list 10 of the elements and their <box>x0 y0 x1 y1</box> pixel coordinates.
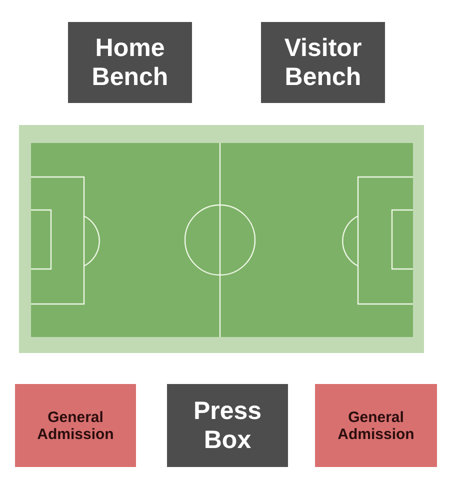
section-label: Home Bench <box>90 34 170 92</box>
seating-section <box>15 384 136 467</box>
seating-section <box>315 384 437 467</box>
press-box-area <box>167 384 288 467</box>
section-label: Press Box <box>192 396 263 454</box>
section-label: General Admission <box>336 408 416 442</box>
section-label: General Admission <box>36 408 115 442</box>
section-label: Visitor Bench <box>283 34 363 92</box>
bench-area <box>261 22 385 103</box>
bench-area <box>68 22 192 103</box>
